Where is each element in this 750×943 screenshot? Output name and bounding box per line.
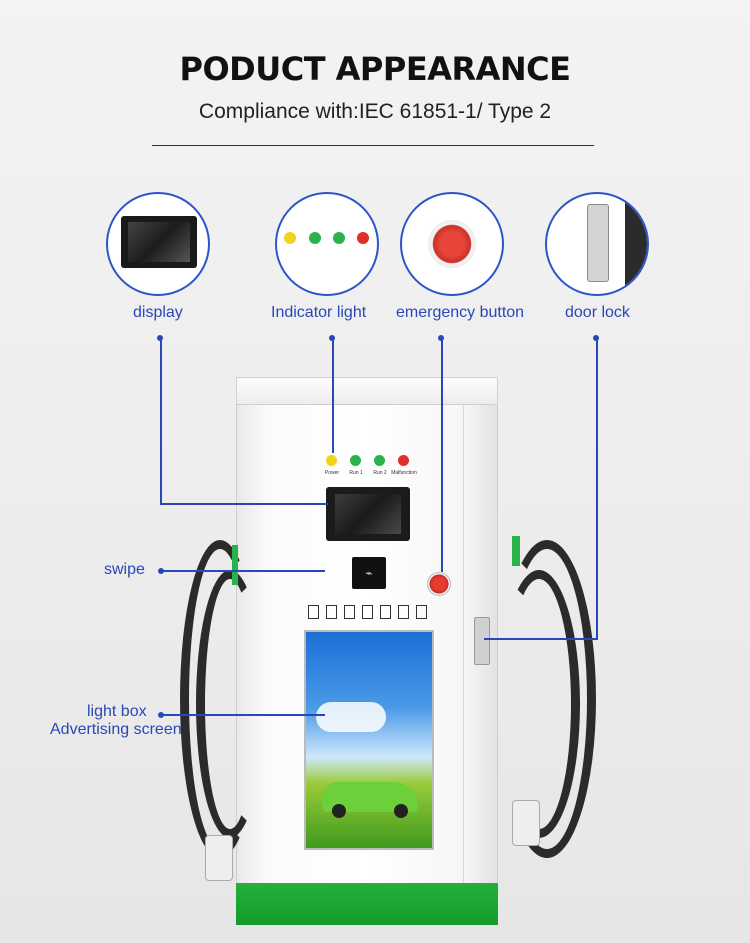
left-plug xyxy=(205,835,233,881)
left-holster-accent xyxy=(232,545,238,585)
callout-display-label: display xyxy=(133,304,183,321)
plug-icon xyxy=(326,605,337,619)
run2-light-label: Run 2 xyxy=(373,470,387,476)
display-glass xyxy=(335,494,401,534)
callout-emergency-label: emergency button xyxy=(396,304,525,321)
emergency-stop-button[interactable] xyxy=(427,572,451,596)
advertising-screen-label: Advertising screen xyxy=(50,721,182,738)
emergency-leader-line xyxy=(441,338,443,572)
right-holster-accent xyxy=(512,536,520,566)
page-subtitle: Compliance with:IEC 61851-1/ Type 2 xyxy=(198,100,552,123)
card-icon xyxy=(362,605,373,619)
malfunction-light-label: Malfunction xyxy=(391,470,417,476)
swipe-leader-line xyxy=(161,570,325,572)
page-title: PODUCT APPEARANCE xyxy=(179,50,571,88)
run2-light xyxy=(374,455,385,466)
cabinet-base xyxy=(236,883,498,925)
door-lock-thumbnail xyxy=(545,192,649,296)
right-cable-loop xyxy=(498,570,580,838)
run1-light-label: Run 1 xyxy=(349,470,363,476)
power-light-label: Power xyxy=(324,470,340,476)
lightbox-label: light box xyxy=(87,703,147,720)
right-plug xyxy=(512,800,540,846)
front-wheel xyxy=(332,804,346,818)
cabinet-top xyxy=(236,377,498,405)
advertising-screen xyxy=(304,630,434,850)
indicator-leader-line xyxy=(332,338,334,453)
cloud-graphic xyxy=(316,702,386,732)
right-cable xyxy=(498,540,596,858)
callout-indicator-label: Indicator light xyxy=(271,304,367,321)
display-thumbnail xyxy=(106,192,210,296)
rfid-icon[interactable]: ⌁ xyxy=(352,557,386,589)
callout-doorlock-label: door lock xyxy=(565,304,630,321)
plug-icon xyxy=(380,605,391,619)
run1-light xyxy=(350,455,361,466)
lightbox-leader-line xyxy=(161,714,325,716)
plug-icon xyxy=(308,605,319,619)
indicator-thumbnail xyxy=(275,192,379,296)
plug-icon xyxy=(398,605,409,619)
door-lock-handle[interactable] xyxy=(474,617,490,665)
card-icon xyxy=(416,605,427,619)
emergency-thumbnail xyxy=(400,192,504,296)
plug-icon xyxy=(344,605,355,619)
display-screen[interactable] xyxy=(326,487,410,541)
rear-wheel xyxy=(394,804,408,818)
charging-icons-strip xyxy=(303,599,434,625)
doorlock-leader-line xyxy=(484,638,598,640)
doorlock-leader-line xyxy=(596,338,598,639)
title-divider xyxy=(152,145,594,146)
cabinet-door-seam xyxy=(463,405,464,883)
power-light xyxy=(326,455,337,466)
malfunction-light xyxy=(398,455,409,466)
display-leader-line xyxy=(160,503,328,505)
swipe-label: swipe xyxy=(104,561,145,578)
left-cable-loop xyxy=(196,570,264,838)
display-leader-line xyxy=(160,338,162,504)
